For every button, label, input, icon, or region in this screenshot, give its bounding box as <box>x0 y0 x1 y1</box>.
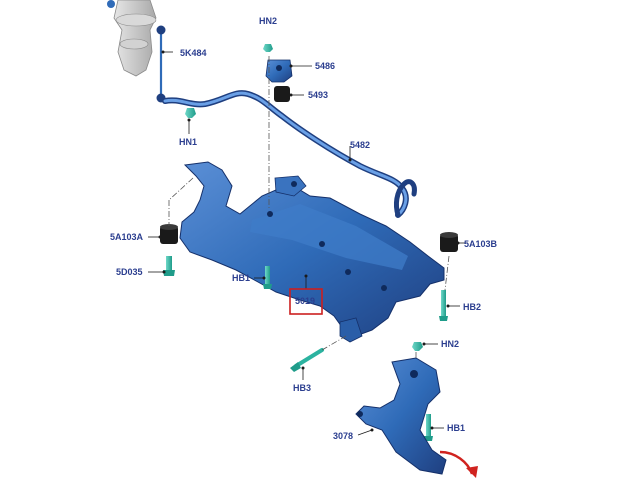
stabilizer-bar-5482 <box>162 90 417 218</box>
alignment-centerlines <box>168 56 450 360</box>
subframe-5019 <box>179 161 445 343</box>
bar-clamp-5486 <box>265 59 293 83</box>
nut-hn2-bottom <box>412 342 423 351</box>
label-5a103a: 5A103A <box>110 232 144 242</box>
bolt-5d035 <box>163 256 175 276</box>
bolt-hb2 <box>439 290 448 321</box>
bolt-hb3 <box>290 348 324 372</box>
label-hn2-top: HN2 <box>259 16 277 26</box>
label-hb1-right: HB1 <box>447 423 465 433</box>
label-hb3: HB3 <box>293 383 311 393</box>
bolt-hb1-left <box>263 266 272 289</box>
leader-lines <box>148 50 468 436</box>
label-5k484: 5K484 <box>180 48 207 58</box>
label-5493: 5493 <box>308 90 328 100</box>
label-hn2-bottom: HN2 <box>441 339 459 349</box>
strut-assembly <box>107 0 157 77</box>
nut-hn2-top <box>263 44 273 52</box>
nut-hn1 <box>185 108 196 118</box>
bushing-5a103b <box>440 232 458 252</box>
label-5d035: 5D035 <box>116 267 143 277</box>
part-labels: HN2 5K484 5486 5493 HN1 5482 5A103A 5A10… <box>110 16 498 441</box>
lower-arm-3078 <box>355 357 447 475</box>
label-5482: 5482 <box>350 140 370 150</box>
label-hb2: HB2 <box>463 302 481 312</box>
label-hb1-left: HB1 <box>232 273 250 283</box>
red-direction-arrow <box>439 450 478 478</box>
highlight-box-5019 <box>289 288 323 315</box>
bar-bushing-5493 <box>274 86 290 102</box>
label-3078: 3078 <box>333 431 353 441</box>
label-hn1: HN1 <box>179 137 197 147</box>
bushing-5a103a <box>160 224 178 244</box>
label-5486: 5486 <box>315 61 335 71</box>
label-5019: 5019 <box>295 296 315 306</box>
stabilizer-link-5k484 <box>156 25 166 103</box>
label-5a103b: 5A103B <box>464 239 498 249</box>
